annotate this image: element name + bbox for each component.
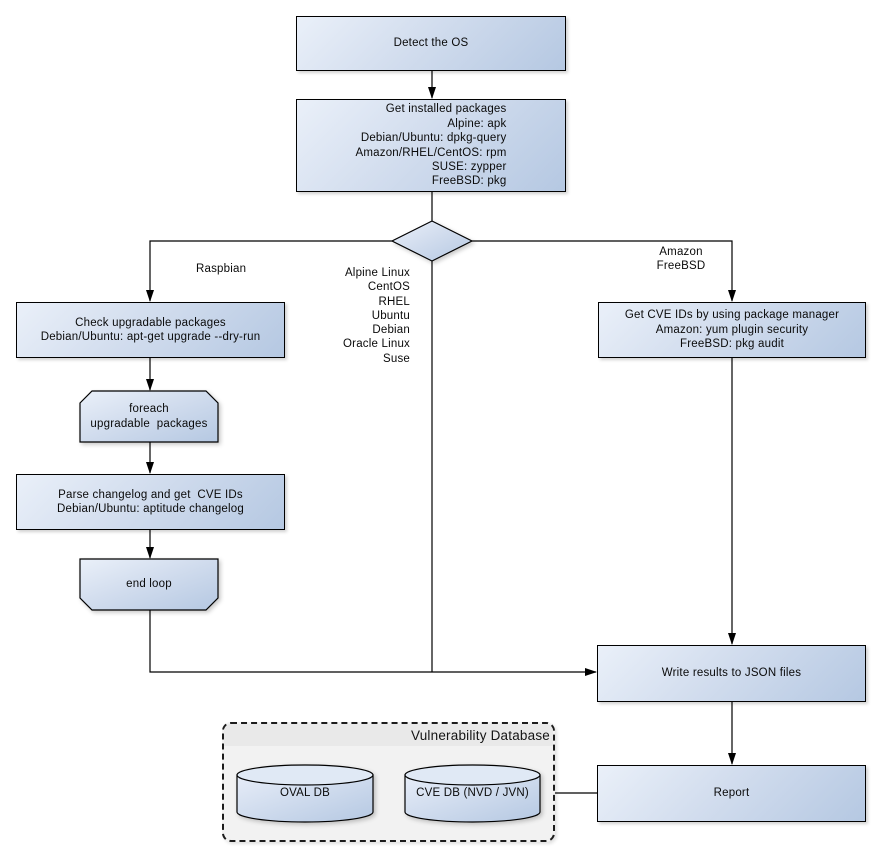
end-loop-shape — [79, 558, 219, 611]
cve-db-cylinder — [404, 764, 541, 823]
oval-db-cylinder — [236, 764, 374, 823]
edge-decision-to-getcve-amazon-freebsd — [472, 240, 736, 302]
os-decision-diamond — [390, 220, 474, 262]
foreach-loop-shape — [79, 390, 219, 443]
vulnerability-database-title: Vulnerability Database — [224, 724, 553, 746]
edge-decision-to-check-raspbian — [146, 240, 392, 302]
edge-endloop-to-write-results — [149, 610, 597, 676]
